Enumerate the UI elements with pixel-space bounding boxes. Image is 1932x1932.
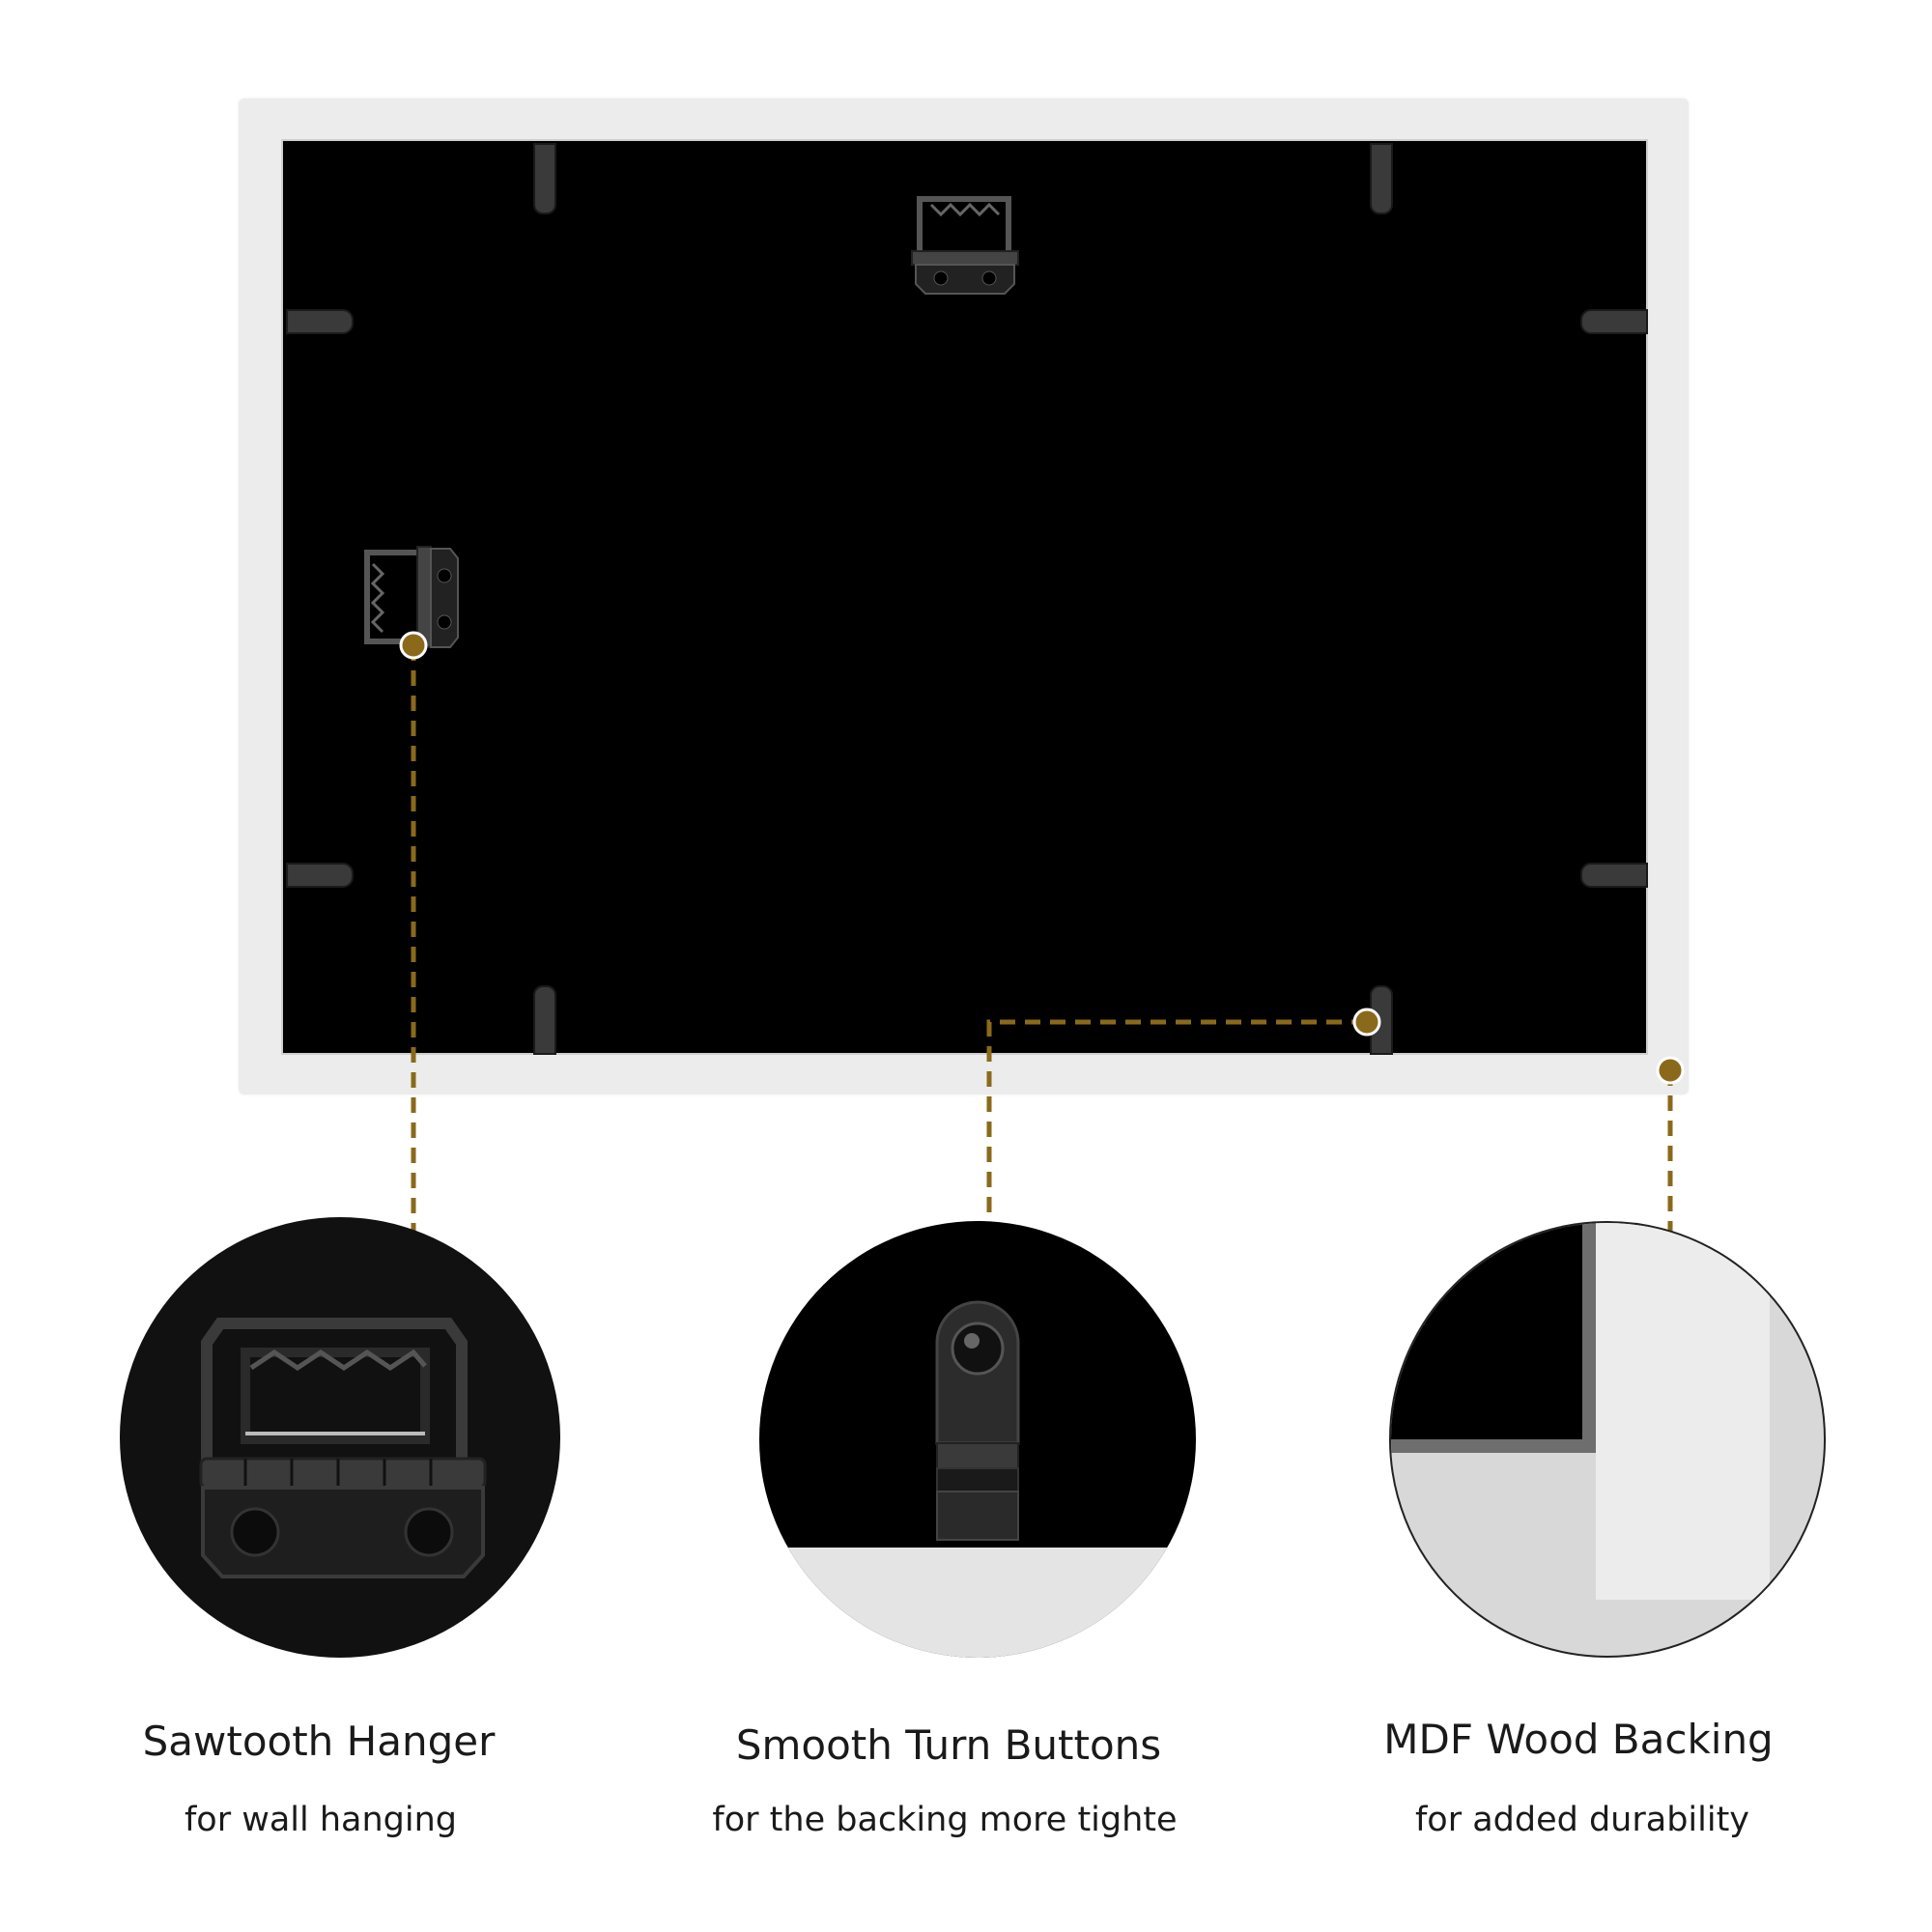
turn-button-icon [286, 863, 354, 888]
sawtooth-hanger-icon [911, 196, 1019, 295]
detail-mdf-backing [1389, 1221, 1826, 1658]
backing-corner [1391, 1223, 1582, 1439]
backing-edge [1582, 1223, 1596, 1453]
turn-button-icon [1580, 309, 1648, 334]
frame-edge [759, 1548, 1196, 1658]
sawtooth-hanger-icon [364, 546, 459, 648]
feature-title: MDF Wood Backing [1383, 1716, 1774, 1763]
feature-title: Sawtooth Hanger [142, 1718, 496, 1765]
turn-button-closeup-icon [935, 1300, 1020, 1541]
frame-corner [1596, 1223, 1770, 1600]
feature-title: Smooth Turn Buttons [735, 1721, 1162, 1769]
sawtooth-hanger-closeup-icon [199, 1318, 487, 1578]
feature-subtitle: for wall hanging [184, 1801, 458, 1839]
turn-button-icon [533, 143, 556, 214]
turn-button-icon [533, 985, 556, 1055]
turn-button-icon [1370, 143, 1393, 214]
turn-button-icon [1580, 863, 1648, 888]
detail-sawtooth-hanger [120, 1217, 560, 1658]
turn-button-icon [286, 309, 354, 334]
feature-subtitle: for added durability [1414, 1801, 1750, 1839]
detail-turn-button [759, 1221, 1196, 1658]
backing-edge [1391, 1439, 1596, 1453]
feature-subtitle: for the backing more tighte [712, 1801, 1178, 1839]
